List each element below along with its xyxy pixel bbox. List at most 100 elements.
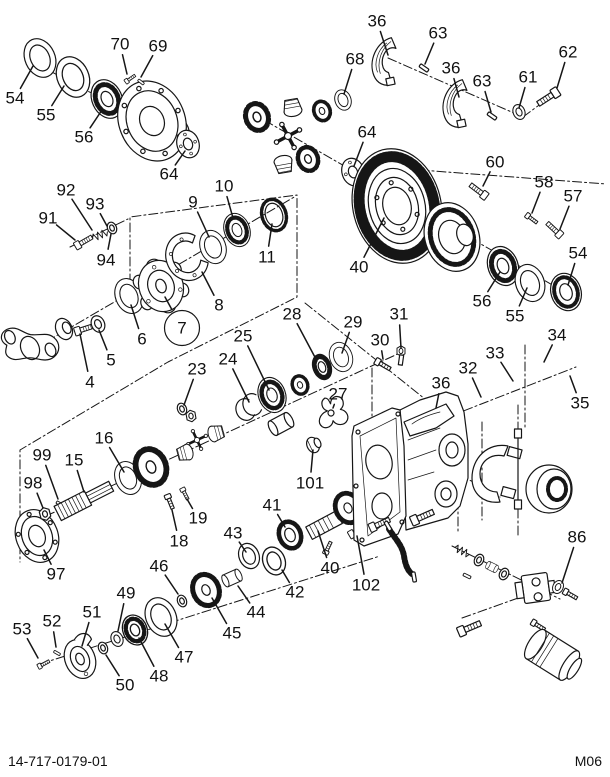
leader-54 [567,262,576,286]
carrier-flange [117,80,187,162]
leader-102 [356,535,365,575]
assembly-output-shaft [14,444,191,563]
callout-56: 56 [473,292,492,311]
callout-101: 101 [296,474,324,493]
leader-28 [296,322,318,362]
callout-36: 36 [442,59,461,78]
leader-70 [121,53,128,75]
leader-36 [453,77,460,98]
callout-92: 92 [57,181,76,200]
callout-54: 54 [6,89,25,108]
diff-case [423,202,481,272]
callout-61: 61 [519,68,538,87]
assembly-main-housing [351,391,469,583]
leader-64 [174,150,186,166]
page-code: M06 [574,753,602,769]
leader-58 [531,191,541,214]
leader-9 [196,211,210,238]
leader-86 [561,546,575,584]
callout-47: 47 [175,648,194,667]
leader-60 [482,171,491,187]
leader-47 [164,623,180,649]
leader-36 [435,393,440,409]
callout-5: 5 [106,351,115,370]
leader-10 [226,195,234,219]
leader-97 [43,549,52,565]
leader-43 [238,541,247,553]
callout-52: 52 [43,612,62,631]
leader-50 [105,654,120,677]
leader-69 [140,54,154,78]
leader-18 [171,509,178,532]
callout-45: 45 [223,624,242,643]
callout-54: 54 [569,244,588,263]
leader-41 [276,513,286,528]
leader-11 [267,223,273,247]
callout-63: 63 [429,24,448,43]
callout-10: 10 [215,177,234,196]
figure-number: 14-717-0179-01 [8,753,108,769]
assembly-ring-gear [351,34,583,312]
callout-97: 97 [47,565,66,584]
shift-fork [471,444,523,503]
callout-34: 34 [548,326,567,345]
leader-92 [71,198,93,231]
leader-16 [108,446,125,473]
callout-56: 56 [75,128,94,147]
shift-rail [513,404,523,536]
callout-49: 49 [117,584,136,603]
lock-ring [259,197,289,233]
callout-98: 98 [24,474,43,493]
callout-19: 19 [189,509,208,528]
leader-15 [76,469,85,493]
callout-8: 8 [214,296,223,315]
callout-70: 70 [111,35,130,54]
callout-51: 51 [83,603,102,622]
callout-93: 93 [86,195,105,214]
callout-62: 62 [559,43,578,62]
leader-55 [51,85,65,107]
leader-24 [232,368,250,403]
leader-45 [211,597,228,625]
leader-64 [353,141,364,167]
leader-94 [107,233,112,250]
callout-55: 55 [506,307,525,326]
leader-91 [55,224,76,241]
leader-4 [79,333,89,372]
callout-36: 36 [368,12,387,31]
callout-30: 30 [371,331,390,350]
callout-53: 53 [13,620,32,639]
callout-11: 11 [258,248,276,267]
callout-94: 94 [97,251,116,270]
ring-gear [351,148,443,264]
leader-27 [332,403,336,409]
leader-7 [164,296,173,311]
braided-hose [383,520,418,583]
callout-35: 35 [571,394,590,413]
leader-31 [398,324,402,349]
leader-52 [52,631,57,648]
leader-57 [559,205,570,230]
leader-54 [19,65,34,90]
leader-34 [543,344,553,363]
callout-91: 91 [39,209,58,228]
callout-44: 44 [247,603,266,622]
callout-68: 68 [346,50,365,69]
main-housing [351,391,469,547]
callout-31: 31 [390,305,409,324]
callout-23: 23 [188,360,207,379]
leader-29 [341,331,351,354]
leader-99 [45,464,59,500]
callout-36: 36 [432,374,451,393]
callout-16: 16 [95,429,114,448]
callout-60: 60 [486,153,505,172]
leader-49 [117,603,125,632]
callout-58: 58 [535,173,554,192]
assembly-spider-gears [242,87,369,190]
leader-56 [89,109,103,129]
callout-7: 7 [177,319,186,338]
callout-41: 41 [263,496,282,515]
